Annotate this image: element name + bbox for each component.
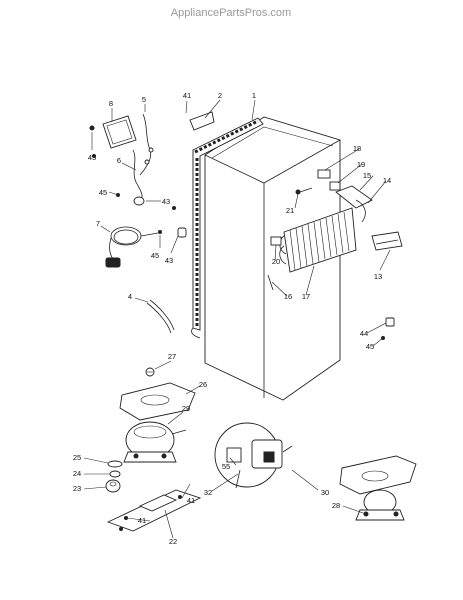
callout-24: 24 xyxy=(73,469,81,478)
callout-13: 13 xyxy=(374,272,382,281)
callout-43: 43 xyxy=(165,256,173,265)
callout-25: 25 xyxy=(73,453,81,462)
callout-22: 22 xyxy=(169,537,177,546)
callout-8: 8 xyxy=(109,99,113,108)
callout-44: 44 xyxy=(360,329,368,338)
defrost-parts xyxy=(317,169,341,191)
door-gasket xyxy=(191,117,264,339)
callout-16: 16 xyxy=(284,292,292,301)
callout-2: 2 xyxy=(218,91,222,100)
callout-41: 41 xyxy=(183,91,191,100)
callout-1: 1 xyxy=(252,91,256,100)
compressor xyxy=(123,421,187,463)
callout-17: 17 xyxy=(302,292,310,301)
callout-20: 20 xyxy=(272,257,280,266)
callout-23: 23 xyxy=(73,484,81,493)
callout-45: 45 xyxy=(88,153,96,162)
bracket xyxy=(189,111,215,131)
drain-pan xyxy=(119,382,196,421)
callout-6: 6 xyxy=(117,156,121,165)
callout-7: 7 xyxy=(96,219,100,228)
callout-29: 29 xyxy=(182,404,190,413)
leader-lines xyxy=(83,99,391,539)
callout-4: 4 xyxy=(128,292,132,301)
callout-41: 41 xyxy=(187,496,195,505)
callout-27: 27 xyxy=(168,352,176,361)
sensor xyxy=(267,187,313,291)
relay-detail xyxy=(214,422,293,489)
callout-43: 43 xyxy=(162,197,170,206)
callouts: 1 2 41 5 8 45 6 45 43 7 45 43 4 27 26 29… xyxy=(73,91,391,546)
screw xyxy=(145,367,155,377)
control-board xyxy=(89,115,137,149)
callout-45: 45 xyxy=(366,342,374,351)
callout-55: 55 xyxy=(222,462,230,471)
power-cord xyxy=(105,226,162,268)
tube xyxy=(146,299,175,334)
callout-45: 45 xyxy=(99,188,107,197)
callout-32: 32 xyxy=(204,488,212,497)
grommet-parts xyxy=(105,460,123,493)
evaporator-cover xyxy=(335,185,373,223)
callout-45: 45 xyxy=(151,251,159,260)
cabinet xyxy=(204,116,341,401)
callout-21: 21 xyxy=(286,206,294,215)
callout-14: 14 xyxy=(383,176,391,185)
callout-28: 28 xyxy=(332,501,340,510)
watermark: AppliancePartsPros.com xyxy=(171,7,291,19)
condenser-assembly xyxy=(339,455,417,521)
callout-15: 15 xyxy=(363,171,371,180)
callout-30: 30 xyxy=(321,488,329,497)
heater-tube xyxy=(371,231,403,251)
connector xyxy=(133,196,187,238)
screw-set xyxy=(92,154,395,340)
callout-5: 5 xyxy=(142,95,146,104)
callout-26: 26 xyxy=(199,380,207,389)
base-plate xyxy=(106,489,202,532)
callout-18: 18 xyxy=(353,144,361,153)
evaporator-coil xyxy=(279,207,357,273)
callout-19: 19 xyxy=(357,160,365,169)
callout-41: 41 xyxy=(138,516,146,525)
wiring-harness xyxy=(132,113,154,202)
